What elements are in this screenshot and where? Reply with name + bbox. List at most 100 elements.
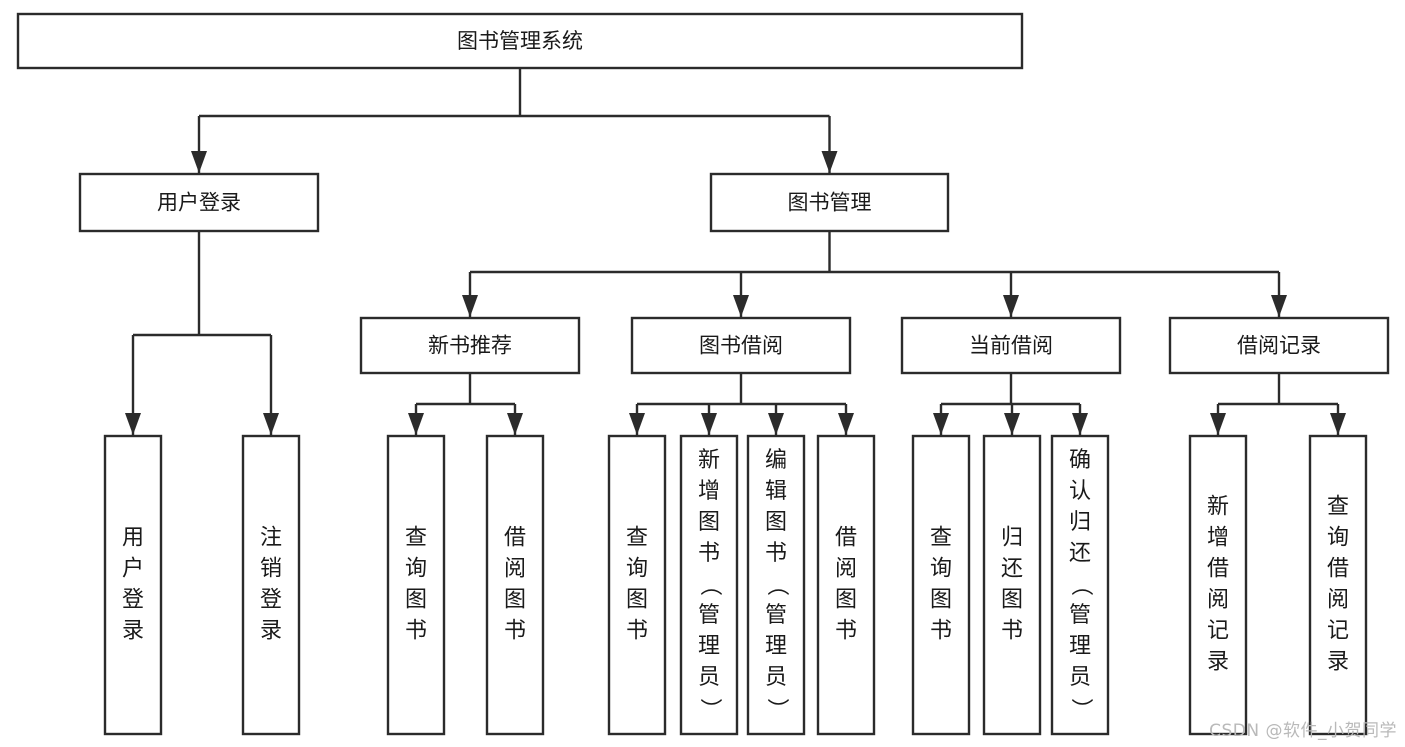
node-box-bb-borrow-book[interactable]	[816, 434, 876, 736]
node-label-char: 理	[765, 634, 787, 659]
node-box-bb-edit-book[interactable]	[746, 434, 806, 736]
node-label-char: 用	[122, 526, 144, 551]
node-box-new-book-recommend[interactable]	[359, 316, 581, 375]
node-label-char: 借	[835, 526, 857, 551]
node-label-char: 新	[698, 448, 720, 473]
node-box-user-login[interactable]	[78, 172, 320, 233]
arrow-down-icon	[1210, 413, 1226, 435]
node-label-char: 还	[1069, 541, 1091, 566]
arrow-down-icon	[507, 413, 523, 435]
node-label-char: 员	[698, 665, 720, 690]
node-label-char: 图	[405, 588, 427, 613]
node-label-char: ）	[764, 698, 789, 720]
node-label-char: 阅	[835, 557, 857, 582]
node-box-bb-query-book[interactable]	[607, 434, 667, 736]
node-label-char: 借	[1327, 557, 1349, 582]
node-user-login[interactable]: 用户登录	[78, 172, 320, 233]
node-label-char: 书	[835, 619, 857, 644]
node-label-char: 阅	[1327, 588, 1349, 613]
node-label-char: 阅	[504, 557, 526, 582]
node-box-cb-confirm-return[interactable]	[1050, 434, 1110, 736]
node-box-bb-add-book[interactable]	[679, 434, 739, 736]
node-label-char: 询	[626, 557, 648, 582]
arrow-down-icon	[933, 413, 949, 435]
node-label-char: 查	[626, 526, 648, 551]
node-box-cb-return-book[interactable]	[982, 434, 1042, 736]
node-label-char: 录	[1207, 650, 1229, 675]
node-label-char: 理	[698, 634, 720, 659]
node-book-borrow[interactable]: 图书借阅	[630, 316, 852, 375]
node-label-char: 图	[504, 588, 526, 613]
node-box-nbr-query-book[interactable]	[386, 434, 446, 736]
arrow-down-icon	[821, 151, 838, 173]
node-book-manage[interactable]: 图书管理	[709, 172, 950, 233]
node-label-char: 查	[1327, 495, 1349, 520]
node-label-char: 图	[626, 588, 648, 613]
arrow-down-icon	[701, 413, 717, 435]
node-box-nbr-borrow-book[interactable]	[485, 434, 545, 736]
arrow-down-icon	[1330, 413, 1346, 435]
node-label-char: 还	[1001, 557, 1023, 582]
node-label-char: 管	[765, 603, 787, 628]
arrow-down-icon	[408, 413, 424, 435]
node-box-root[interactable]	[16, 12, 1024, 70]
node-box-user-login-do[interactable]	[103, 434, 163, 736]
arrow-down-icon	[1003, 295, 1019, 317]
node-label-char: 借	[504, 526, 526, 551]
watermark-label: CSDN @软件_小贺同学	[1209, 721, 1397, 741]
node-label-char: （	[697, 574, 722, 596]
node-label-borrow-record: 借阅记录	[1237, 334, 1321, 358]
node-new-book-recommend[interactable]: 新书推荐	[359, 316, 581, 375]
node-label-char: 编	[765, 448, 787, 473]
node-box-book-borrow[interactable]	[630, 316, 852, 375]
node-label-char: 归	[1001, 526, 1023, 551]
node-label-char: 查	[930, 526, 952, 551]
node-label-char: 登	[260, 588, 282, 613]
node-box-current-borrow[interactable]	[900, 316, 1122, 375]
node-box-user-logout[interactable]	[241, 434, 301, 736]
node-label-char: 图	[930, 588, 952, 613]
node-label-char: 登	[122, 588, 144, 613]
node-borrow-record[interactable]: 借阅记录	[1168, 316, 1390, 375]
node-label-char: 录	[122, 619, 144, 644]
node-label-char: 借	[1207, 557, 1229, 582]
node-label-char: （	[1068, 574, 1093, 596]
node-label-current-borrow: 当前借阅	[969, 334, 1053, 358]
node-label-char: 图	[698, 510, 720, 535]
node-box-cb-query-book[interactable]	[911, 434, 971, 736]
node-label-char: 户	[122, 557, 144, 582]
node-label-char: 记	[1327, 619, 1349, 644]
node-current-borrow[interactable]: 当前借阅	[900, 316, 1122, 375]
node-user-login-do[interactable]: 用户登录	[103, 434, 163, 736]
node-label-char: 销	[260, 557, 282, 582]
node-box-borrow-record[interactable]	[1168, 316, 1390, 375]
node-box-book-manage[interactable]	[709, 172, 950, 233]
node-label-char: （	[764, 574, 789, 596]
arrow-down-icon	[629, 413, 645, 435]
node-box-br-add-record[interactable]	[1188, 434, 1248, 736]
node-label-char: 询	[930, 557, 952, 582]
arrow-down-icon	[733, 295, 749, 317]
node-box-br-query-record[interactable]	[1308, 434, 1368, 736]
node-label-char: 员	[1069, 665, 1091, 690]
node-root[interactable]: 图书管理系统	[16, 12, 1024, 70]
node-label-char: 书	[405, 619, 427, 644]
node-label-char: 书	[930, 619, 952, 644]
arrow-down-icon	[1072, 413, 1088, 435]
arrow-down-icon	[462, 295, 478, 317]
arrow-down-icon	[768, 413, 784, 435]
node-label-root: 图书管理系统	[457, 29, 583, 53]
node-label-char: 确	[1069, 448, 1091, 473]
